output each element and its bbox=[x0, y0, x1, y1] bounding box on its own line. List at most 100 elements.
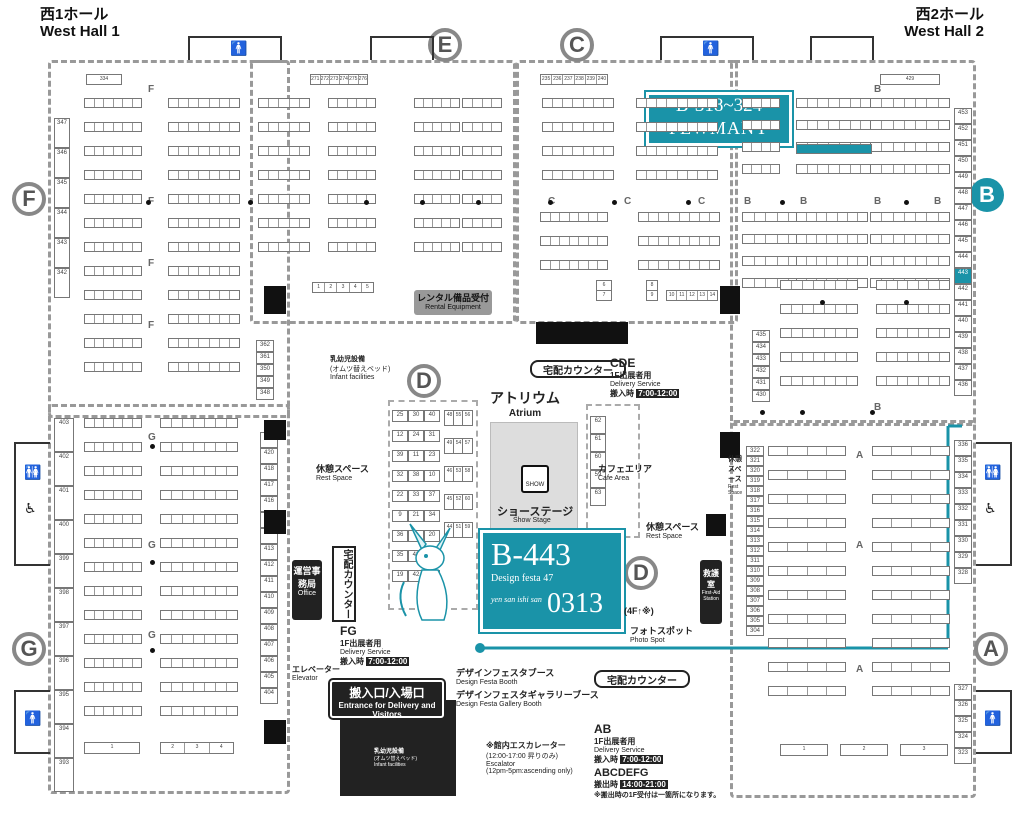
booth-block[interactable] bbox=[636, 170, 718, 180]
booth-block[interactable] bbox=[84, 682, 142, 692]
booth-number[interactable]: 21 bbox=[408, 510, 424, 522]
booth-number[interactable]: 405 bbox=[260, 672, 278, 688]
booth-number[interactable]: 307 bbox=[746, 596, 764, 606]
booth-block[interactable] bbox=[768, 470, 846, 480]
booth-block[interactable] bbox=[160, 466, 238, 476]
booth-number[interactable]: 311 bbox=[746, 556, 764, 566]
booth-block[interactable] bbox=[636, 122, 718, 132]
booth-block[interactable] bbox=[462, 146, 502, 156]
booth-block[interactable] bbox=[84, 610, 142, 620]
booth-block[interactable] bbox=[742, 98, 780, 108]
booth-number[interactable]: 418 bbox=[260, 464, 278, 480]
booth-number[interactable]: 344 bbox=[54, 208, 70, 238]
booth-block[interactable] bbox=[168, 170, 240, 180]
booth-block[interactable] bbox=[84, 338, 142, 348]
booth-number[interactable]: 336 bbox=[954, 440, 972, 456]
booth-block[interactable] bbox=[872, 590, 950, 600]
booth-block[interactable] bbox=[876, 376, 950, 386]
booth-block[interactable] bbox=[84, 218, 142, 228]
booth-number[interactable]: 12 bbox=[392, 430, 408, 442]
booth-429[interactable]: 429 bbox=[880, 74, 940, 85]
booth-number[interactable]: 393 bbox=[54, 758, 74, 792]
booth-number[interactable]: 33 bbox=[408, 490, 424, 502]
booth-number[interactable]: 402 bbox=[54, 452, 74, 486]
booth-number[interactable]: 450 bbox=[954, 156, 972, 172]
booth-number[interactable]: 399 bbox=[54, 554, 74, 588]
booth-block[interactable] bbox=[876, 280, 950, 290]
booth-number[interactable]: 349 bbox=[256, 376, 274, 388]
booth-block[interactable] bbox=[160, 562, 238, 572]
booth-block[interactable] bbox=[872, 470, 950, 480]
booth-block[interactable] bbox=[638, 260, 720, 270]
booth-block[interactable] bbox=[768, 494, 846, 504]
booth-number[interactable]: 403 bbox=[54, 418, 74, 452]
booth-block[interactable] bbox=[636, 98, 718, 108]
booth-block[interactable] bbox=[780, 376, 858, 386]
booth-number[interactable]: 448 bbox=[954, 188, 972, 204]
booth-number[interactable]: 32 bbox=[392, 470, 408, 482]
booth-number[interactable]: 63 bbox=[590, 488, 606, 506]
booth-block[interactable] bbox=[872, 662, 950, 672]
booth-block[interactable] bbox=[872, 614, 950, 624]
booth-block[interactable] bbox=[870, 212, 950, 222]
booth-block[interactable] bbox=[258, 122, 310, 132]
booth-block[interactable] bbox=[542, 122, 614, 132]
booth-number[interactable]: 435 bbox=[752, 330, 770, 342]
booth-block[interactable] bbox=[872, 542, 950, 552]
booth-block[interactable] bbox=[742, 164, 780, 174]
booth-block[interactable] bbox=[542, 98, 614, 108]
booth-block[interactable] bbox=[542, 146, 614, 156]
booth-block[interactable] bbox=[84, 514, 142, 524]
booth-block[interactable] bbox=[328, 98, 376, 108]
booth-block[interactable] bbox=[540, 212, 608, 222]
booth-number[interactable]: 333 bbox=[954, 488, 972, 504]
booth-number[interactable]: 313 bbox=[746, 536, 764, 546]
booth-number[interactable]: 442 bbox=[954, 284, 972, 300]
booth-number[interactable]: 320 bbox=[746, 466, 764, 476]
booth-block[interactable] bbox=[258, 194, 310, 204]
booth-block[interactable] bbox=[160, 442, 238, 452]
booth-block[interactable] bbox=[84, 170, 142, 180]
booth-number[interactable]: 410 bbox=[260, 592, 278, 608]
booth-block[interactable] bbox=[768, 662, 846, 672]
booth-block[interactable] bbox=[768, 686, 846, 696]
booth-block[interactable] bbox=[160, 658, 238, 668]
booth-block[interactable] bbox=[796, 164, 872, 174]
booth-block[interactable] bbox=[870, 142, 950, 152]
booth-block[interactable] bbox=[796, 98, 872, 108]
booth-block[interactable] bbox=[160, 706, 238, 716]
booth-block[interactable] bbox=[870, 120, 950, 130]
booth-number[interactable]: 306 bbox=[746, 606, 764, 616]
zone-marker-d-top[interactable]: D bbox=[407, 364, 441, 398]
booth-number[interactable]: 327 bbox=[954, 684, 972, 700]
booth-block[interactable] bbox=[84, 466, 142, 476]
booth-block[interactable] bbox=[328, 170, 376, 180]
booth-block[interactable] bbox=[160, 586, 238, 596]
booth-block[interactable] bbox=[328, 122, 376, 132]
booth-number[interactable]: 400 bbox=[54, 520, 74, 554]
booth-number[interactable]: 451 bbox=[954, 140, 972, 156]
booth-number[interactable]: 438 bbox=[954, 348, 972, 364]
infant-facilities-bottom[interactable]: 乳幼児設備(オムツ替えベッド)Infant facilities bbox=[374, 749, 418, 768]
booth-block[interactable] bbox=[780, 304, 858, 314]
booth-block[interactable] bbox=[414, 242, 460, 252]
booth-block[interactable] bbox=[872, 494, 950, 504]
booth-block[interactable] bbox=[328, 146, 376, 156]
booth-number[interactable]: 314 bbox=[746, 526, 764, 536]
booth-number[interactable]: 25 bbox=[392, 410, 408, 422]
booth-block[interactable] bbox=[84, 418, 142, 428]
booth-number[interactable]: 335 bbox=[954, 456, 972, 472]
booth-number[interactable]: 452 bbox=[954, 124, 972, 140]
booth-number[interactable]: 332 bbox=[954, 504, 972, 520]
booth-block[interactable] bbox=[168, 218, 240, 228]
booth-block[interactable] bbox=[780, 352, 858, 362]
booth-number[interactable]: 318 bbox=[746, 486, 764, 496]
booth-block[interactable] bbox=[84, 562, 142, 572]
booth-number[interactable]: 433 bbox=[752, 354, 770, 366]
booth-number[interactable]: 345 bbox=[54, 178, 70, 208]
